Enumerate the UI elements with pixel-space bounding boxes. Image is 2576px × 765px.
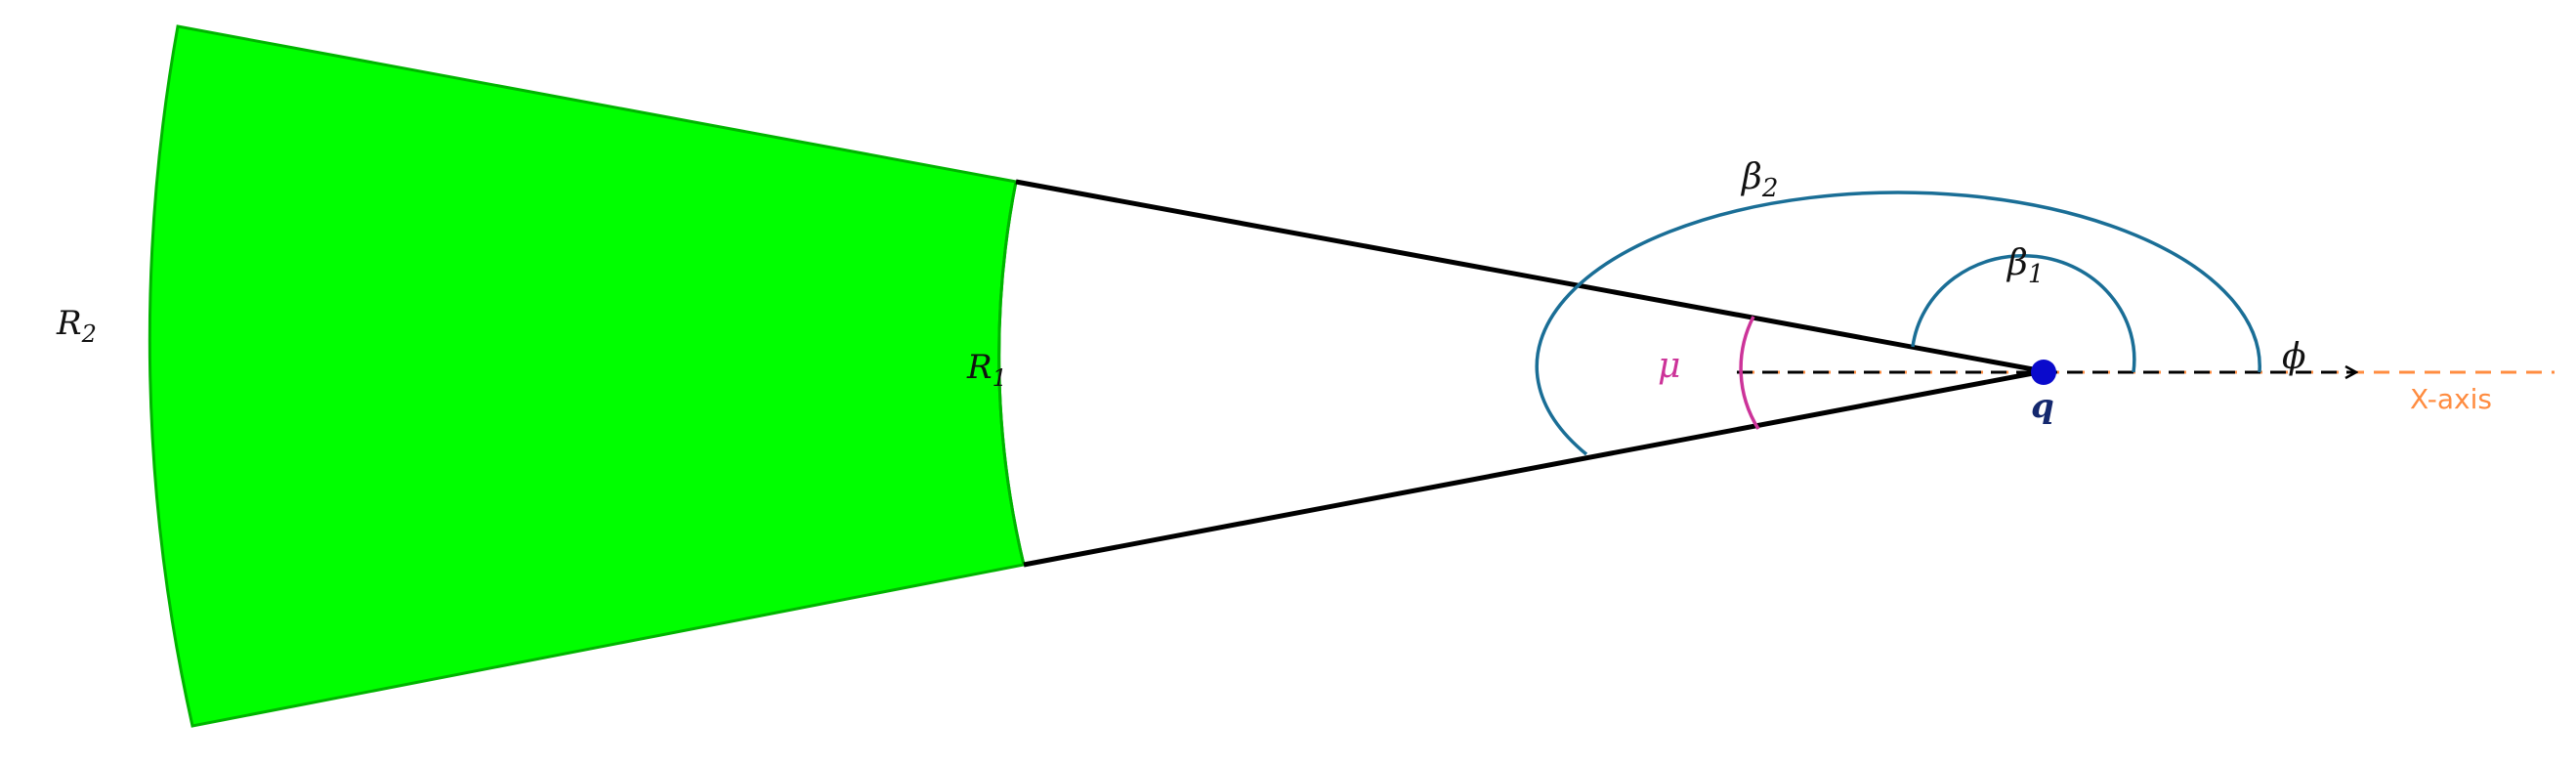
annular-sector-region (148, 24, 1026, 728)
r2-label: R2 (56, 304, 97, 348)
beta2-label: β2 (1740, 157, 1778, 203)
beta1-label: β1 (2006, 243, 2044, 289)
r1-label: R1 (966, 348, 1007, 392)
point-q (2031, 360, 2056, 385)
upper-boundary-line (1015, 179, 2045, 374)
inner-arc-r1 (997, 181, 1026, 566)
phi-label: ϕ (2282, 337, 2306, 377)
beta2-arc (1535, 191, 2261, 456)
x-axis-label: X-axis (2410, 383, 2492, 415)
beta1-arc (1911, 253, 2136, 373)
mu-label: μ (1658, 346, 1680, 386)
lower-boundary-line (1023, 368, 2045, 568)
q-label: q (2031, 387, 2054, 426)
mu-arc (1739, 316, 1760, 430)
